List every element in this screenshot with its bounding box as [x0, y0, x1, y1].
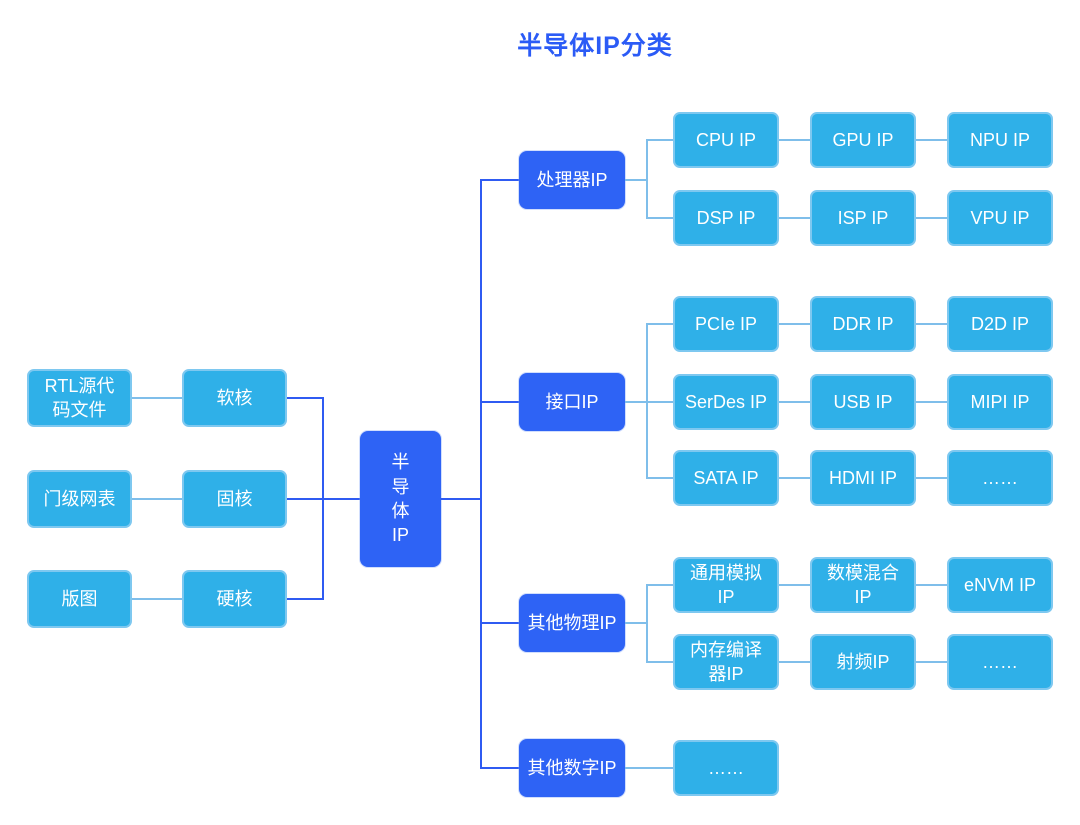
- connector: [646, 477, 673, 479]
- connector: [779, 661, 810, 663]
- node-mipi-ip: MIPI IP: [947, 374, 1053, 430]
- connector: [480, 767, 519, 769]
- node-ellipsis-digital: ……: [673, 740, 779, 796]
- node-interface-ip: 接口IP: [519, 373, 625, 431]
- connector: [916, 401, 947, 403]
- node-general-analog-ip: 通用模拟IP: [673, 557, 779, 613]
- node-firm-core: 固核: [182, 470, 287, 528]
- node-envm-ip: eNVM IP: [947, 557, 1053, 613]
- node-layout: 版图: [27, 570, 132, 628]
- connector: [132, 598, 182, 600]
- connector: [916, 661, 947, 663]
- connector: [646, 584, 673, 586]
- node-isp-ip: ISP IP: [810, 190, 916, 246]
- node-mixed-signal-ip: 数模混合IP: [810, 557, 916, 613]
- node-cpu-ip: CPU IP: [673, 112, 779, 168]
- node-pcie-ip: PCIe IP: [673, 296, 779, 352]
- node-serdes-ip: SerDes IP: [673, 374, 779, 430]
- connector: [646, 584, 648, 663]
- connector: [132, 498, 182, 500]
- node-root-label: 半导体IP: [391, 452, 410, 546]
- node-processor-ip: 处理器IP: [519, 151, 625, 209]
- connector: [779, 584, 810, 586]
- connector: [625, 401, 646, 403]
- connector: [441, 498, 482, 500]
- connector: [916, 477, 947, 479]
- node-ellipsis-interface: ……: [947, 450, 1053, 506]
- connector: [779, 477, 810, 479]
- node-d2d-ip: D2D IP: [947, 296, 1053, 352]
- connector: [646, 139, 648, 219]
- node-ddr-ip: DDR IP: [810, 296, 916, 352]
- connector: [916, 139, 947, 141]
- node-hdmi-ip: HDMI IP: [810, 450, 916, 506]
- connector: [625, 767, 673, 769]
- connector: [646, 323, 673, 325]
- connector: [646, 401, 673, 403]
- diagram-title: 半导体IP分类: [517, 32, 673, 60]
- node-sata-ip: SATA IP: [673, 450, 779, 506]
- node-vpu-ip: VPU IP: [947, 190, 1053, 246]
- connector: [287, 598, 324, 600]
- connector: [646, 661, 673, 663]
- connector: [916, 584, 947, 586]
- connector: [287, 397, 324, 399]
- connector: [916, 217, 947, 219]
- node-ellipsis-physical: ……: [947, 634, 1053, 690]
- connector: [625, 179, 646, 181]
- node-usb-ip: USB IP: [810, 374, 916, 430]
- node-dsp-ip: DSP IP: [673, 190, 779, 246]
- connector: [480, 401, 519, 403]
- connector: [646, 217, 673, 219]
- node-gpu-ip: GPU IP: [810, 112, 916, 168]
- connector: [480, 179, 519, 181]
- connector: [625, 622, 646, 624]
- node-hard-core: 硬核: [182, 570, 287, 628]
- node-other-digital-ip: 其他数字IP: [519, 739, 625, 797]
- node-root-semiconductor-ip: 半导体IP: [360, 431, 441, 567]
- connector: [322, 397, 324, 600]
- node-gate-netlist: 门级网表: [27, 470, 132, 528]
- node-other-physical-ip: 其他物理IP: [519, 594, 625, 652]
- connector: [779, 217, 810, 219]
- node-soft-core: 软核: [182, 369, 287, 427]
- node-rtl-source: RTL源代码文件: [27, 369, 132, 427]
- connector: [480, 179, 482, 769]
- connector: [779, 401, 810, 403]
- connector: [132, 397, 182, 399]
- connector: [779, 139, 810, 141]
- connector: [480, 622, 519, 624]
- connector: [646, 139, 673, 141]
- connector: [916, 323, 947, 325]
- node-npu-ip: NPU IP: [947, 112, 1053, 168]
- node-memory-compiler-ip: 内存编译器IP: [673, 634, 779, 690]
- connector: [779, 323, 810, 325]
- node-rf-ip: 射频IP: [810, 634, 916, 690]
